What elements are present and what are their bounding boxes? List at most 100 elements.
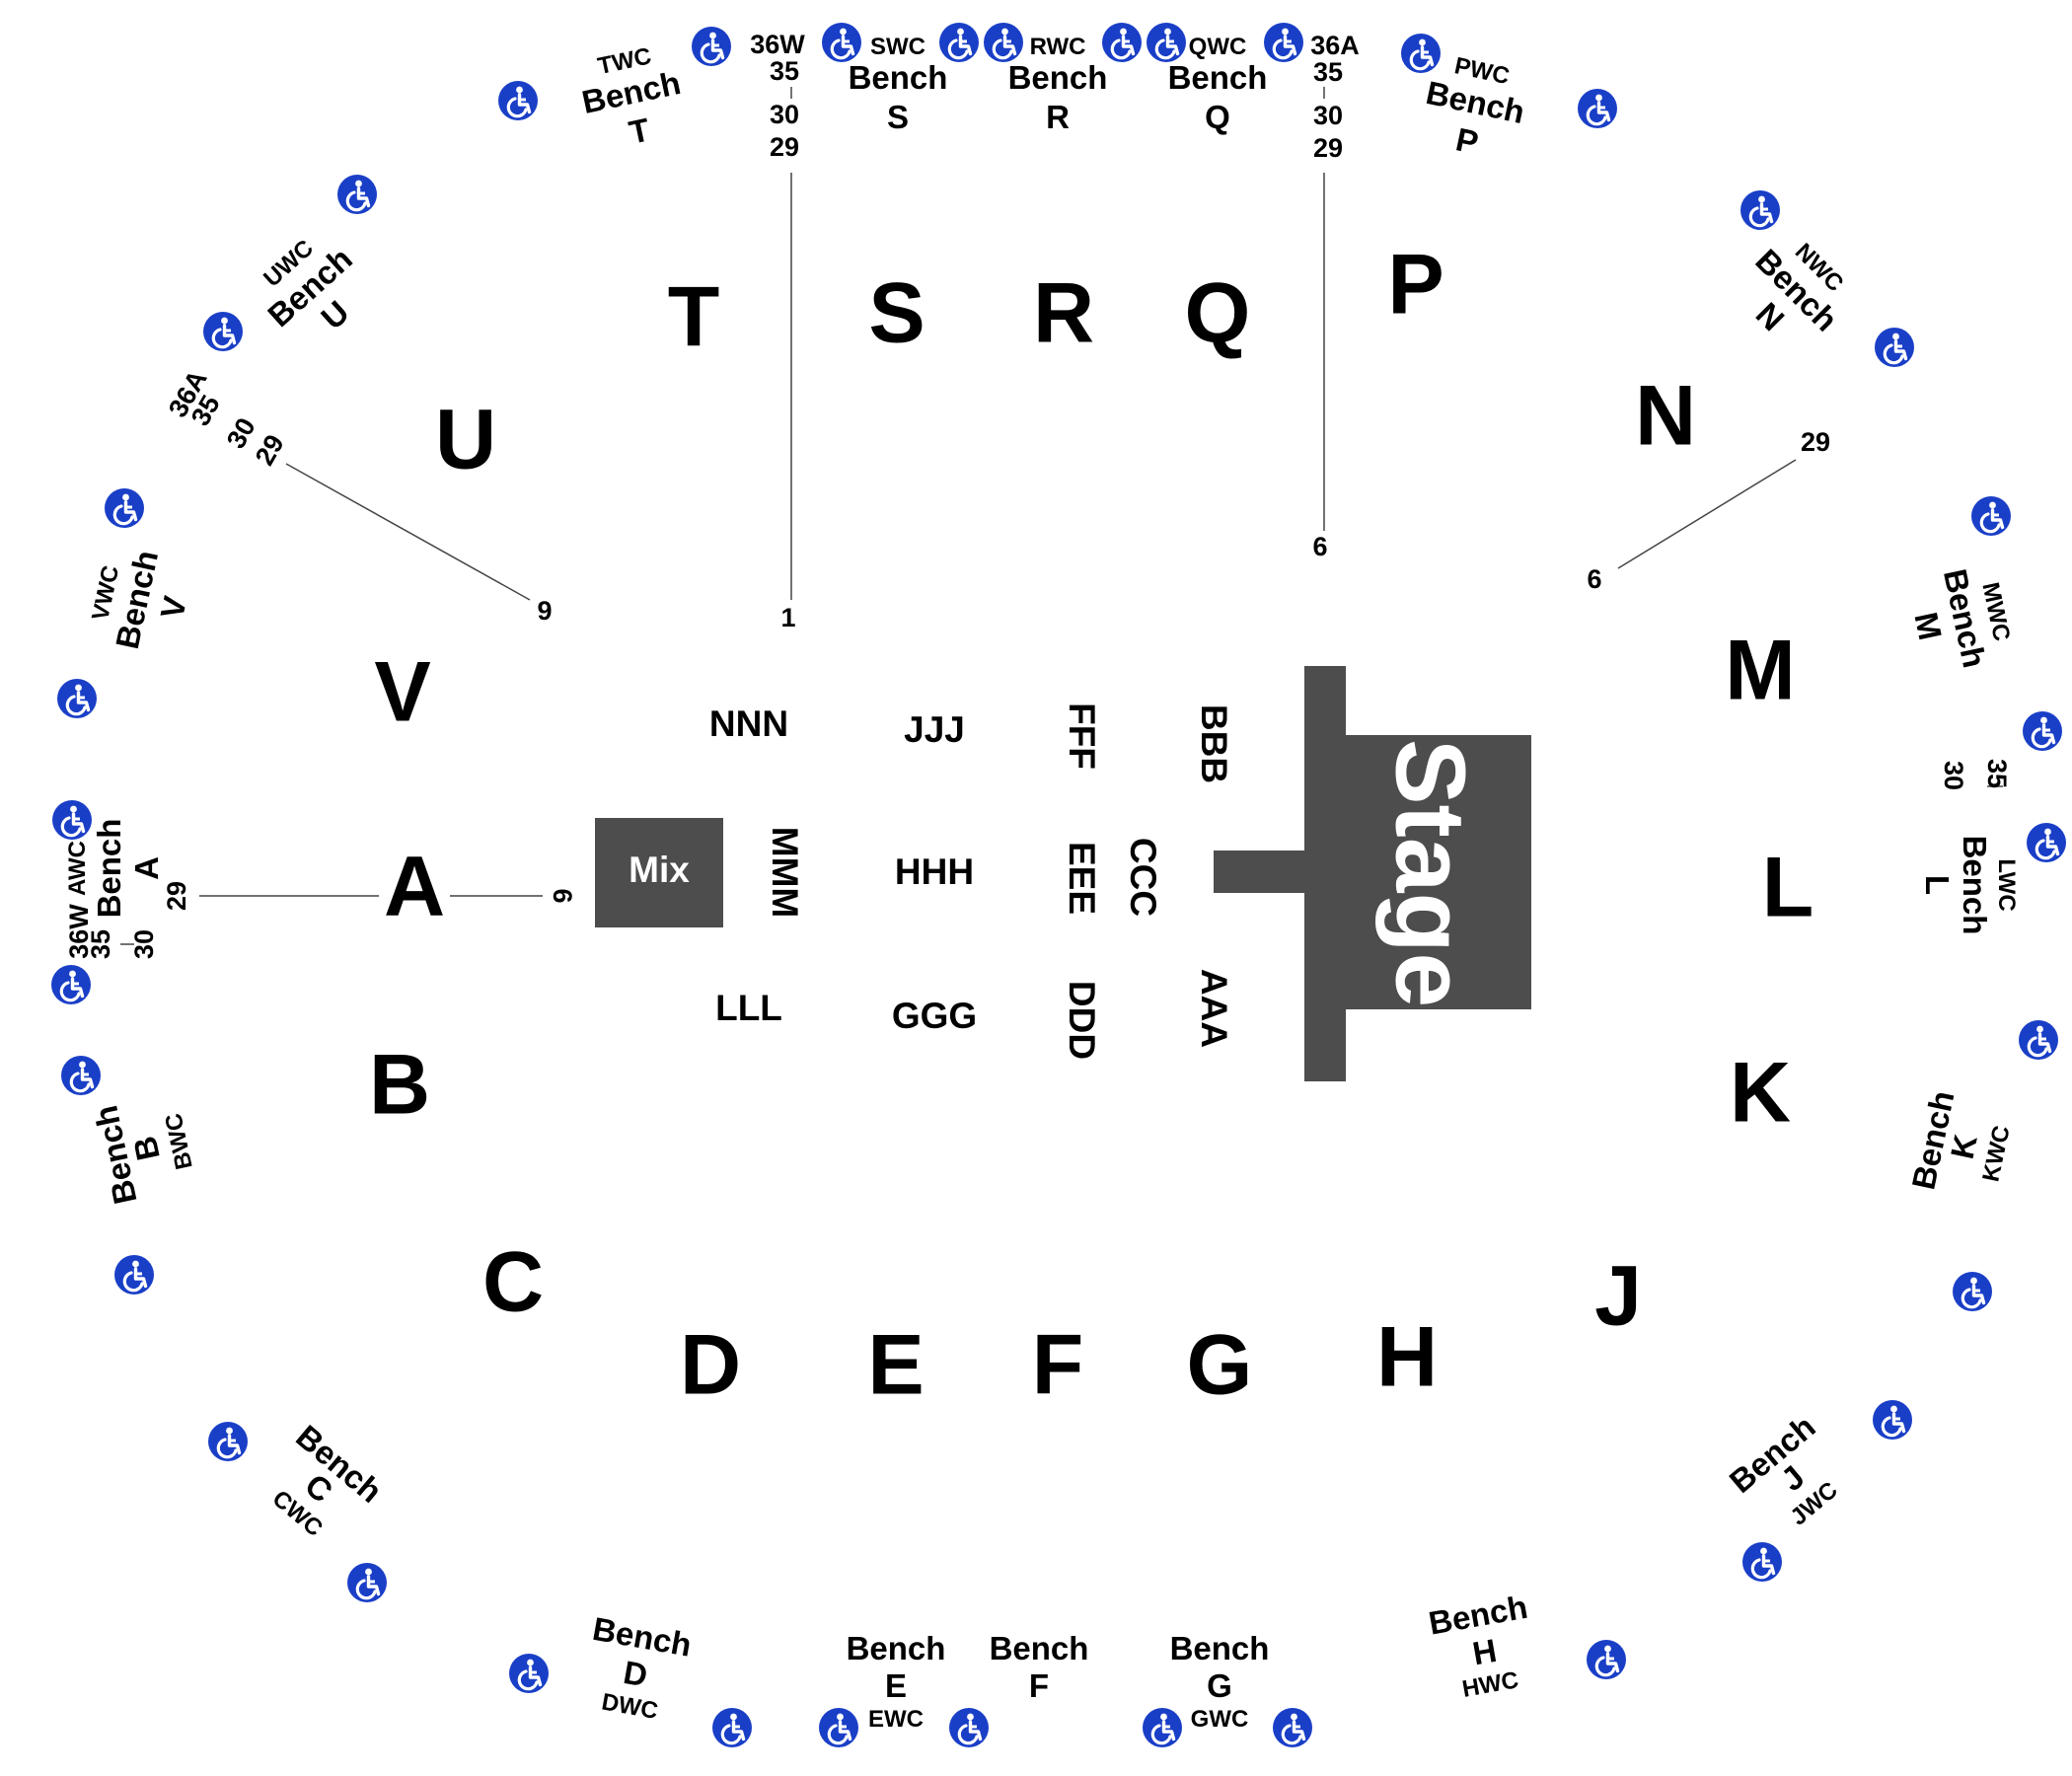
pit-section-hhh[interactable]: HHH [895,851,974,892]
stage: Stage [1214,666,1531,1081]
section-p[interactable]: P [1387,238,1443,333]
bench-m[interactable]: MWC Bench M [1900,560,2020,679]
section-f[interactable]: F [1032,1318,1084,1413]
section-t[interactable]: T [668,270,720,365]
pit-section-fff[interactable]: FFF [1062,703,1102,770]
wheelchair-icon[interactable] [710,1706,754,1749]
wheelchair-icon[interactable] [507,1652,551,1695]
wheelchair-icon[interactable] [2025,821,2068,864]
wheelchair-icon[interactable] [1576,87,1619,130]
bench-e-wc: EWC [868,1706,924,1733]
bench-r[interactable]: RWC Bench R [1008,34,1108,135]
bench-r-word: Bench [1008,59,1108,96]
section-q[interactable]: Q [1185,266,1251,361]
bench-a[interactable]: AWC Bench A [64,819,165,919]
bench-s[interactable]: SWC Bench S [849,34,948,135]
section-c[interactable]: C [482,1235,544,1330]
pit-section-nnn[interactable]: NNN [709,703,788,744]
wheelchair-icon[interactable] [817,1706,860,1749]
wheelchair-icon[interactable] [112,1253,156,1296]
wheelchair-icon[interactable] [1271,1706,1314,1749]
pit-section-jjj[interactable]: JJJ [904,709,965,750]
wheelchair-icon[interactable] [1585,1638,1628,1681]
wheelchair-icon[interactable] [947,1706,991,1749]
row-label: 35 [1313,57,1343,87]
wheelchair-icon[interactable] [1262,21,1305,64]
bench-e[interactable]: Bench E EWC [847,1630,946,1733]
section-h[interactable]: H [1376,1310,1438,1405]
pit-section-mmm[interactable]: MMM [765,827,805,918]
bench-v[interactable]: VWC Bench V [83,542,202,660]
wheelchair-icon[interactable] [1740,1540,1784,1584]
wheelchair-icon[interactable] [1871,1398,1914,1442]
bench-l[interactable]: LWC Bench L [1919,836,2020,935]
wheelchair-icon[interactable] [1951,1270,1994,1313]
wheelchair-icon[interactable] [55,677,99,720]
section-v[interactable]: V [374,645,430,740]
wheelchair-icon[interactable] [2017,1018,2060,1062]
wheelchair-icon[interactable] [1739,188,1782,232]
bench-l-wc: LWC [1993,858,2020,911]
row-label: 1 [780,603,795,632]
wheelchair-icon[interactable] [1399,32,1443,75]
pit-section-aaa[interactable]: AAA [1194,969,1234,1048]
row-label: 36W [750,30,805,59]
wheelchair-icon[interactable] [59,1054,103,1097]
bench-t[interactable]: TWC Bench T [573,38,692,160]
bench-h[interactable]: Bench H HWC [1426,1589,1541,1707]
row-label: 29 [162,881,191,911]
section-u[interactable]: U [435,393,496,487]
bench-g[interactable]: Bench G GWC [1170,1630,1270,1733]
pit-section-ccc[interactable]: CCC [1123,838,1163,917]
wheelchair-icon[interactable] [345,1561,389,1604]
section-d[interactable]: D [680,1318,741,1413]
wheelchair-icon[interactable] [1141,1706,1184,1749]
row-line-u [285,463,531,601]
pit-section-lll[interactable]: LLL [715,988,782,1028]
wheelchair-icon[interactable] [1145,21,1188,64]
pit-section-ddd[interactable]: DDD [1062,981,1102,1060]
section-k[interactable]: K [1730,1046,1791,1141]
section-j[interactable]: J [1594,1249,1642,1344]
section-g[interactable]: G [1187,1318,1253,1413]
section-r[interactable]: R [1033,266,1094,361]
wheelchair-icon[interactable] [690,25,733,68]
section-m[interactable]: M [1725,624,1796,718]
bench-f[interactable]: Bench F [990,1630,1089,1704]
bench-q[interactable]: QWC Bench Q [1168,34,1268,135]
bench-j[interactable]: Bench J JWC [1723,1408,1861,1546]
wheelchair-icon[interactable] [49,963,93,1006]
wheelchair-icon[interactable] [982,21,1025,64]
stage-label: Stage [1375,739,1486,1007]
section-l[interactable]: L [1762,841,1814,935]
pit-section-labels: NNN JJJ FFF BBB MMM HHH EEE CCC LLL GGG … [709,703,1234,1060]
wheelchair-icon[interactable] [1100,21,1144,64]
section-b[interactable]: B [369,1038,430,1133]
pit-section-eee[interactable]: EEE [1062,842,1102,915]
section-e[interactable]: E [867,1318,924,1413]
bench-h-letter: H [1470,1632,1500,1672]
pit-section-ggg[interactable]: GGG [892,996,977,1036]
section-s[interactable]: S [868,266,925,361]
wheelchair-icon[interactable] [335,173,379,216]
wheelchair-icon[interactable] [1873,326,1916,369]
wheelchair-icon[interactable] [1969,494,2013,538]
bench-u[interactable]: UWC Bench U [243,220,384,361]
bench-b[interactable]: BWC Bench B [87,1090,202,1208]
bench-d[interactable]: Bench D DWC [578,1610,695,1729]
section-a[interactable]: A [384,840,445,934]
bench-n[interactable]: NWC Bench N [1722,223,1863,364]
wheelchair-icon[interactable] [2021,709,2064,753]
wheelchair-icon[interactable] [937,21,981,64]
bench-k[interactable]: Bench K KWC [1904,1087,2020,1205]
bench-c[interactable]: Bench C CWC [251,1418,390,1556]
wheelchair-icon[interactable] [103,486,146,530]
row-label: 35 [1982,759,2012,788]
wheelchair-icon[interactable] [201,310,245,353]
section-n[interactable]: N [1635,369,1696,464]
wheelchair-icon[interactable] [820,21,863,64]
pit-section-bbb[interactable]: BBB [1194,704,1234,783]
wheelchair-icon[interactable] [206,1420,250,1463]
wheelchair-icon[interactable] [50,798,94,842]
wheelchair-icon[interactable] [496,79,540,122]
